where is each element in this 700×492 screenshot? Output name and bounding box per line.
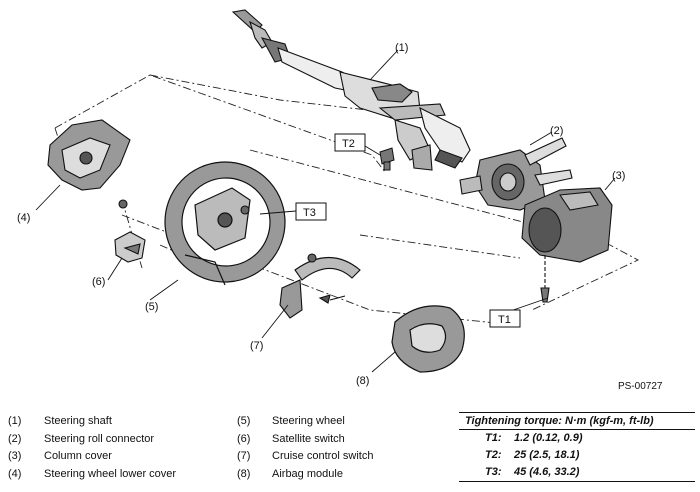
legend-left: (1) Steering shaft (2) Steering roll conne… <box>8 413 176 483</box>
steering-shaft-illustration <box>231 9 471 171</box>
legend-item: (8) Airbag module <box>237 466 373 484</box>
torque-value: 45 (4.6, 33.2) <box>514 466 580 478</box>
torque-value: 1.2 (0.12, 0.9) <box>514 432 583 444</box>
torque-row: T1: 1.2 (0.12, 0.9) <box>459 430 695 447</box>
torque-heading: Tightening torque: N·m (kgf-m, ft-lb) <box>459 412 695 430</box>
legend-item: (3) Column cover <box>8 448 176 466</box>
torque-label: T2: <box>485 449 502 461</box>
svg-text:T3: T3 <box>303 207 316 219</box>
torque-value: 25 (2.5, 18.1) <box>514 449 580 461</box>
roll-connector-illustration <box>459 137 573 211</box>
callout-2: (2) <box>550 125 563 137</box>
torque-row: T3: 45 (4.6, 33.2) <box>459 464 695 482</box>
callout-6: (6) <box>92 276 105 288</box>
legend-number: (1) <box>8 415 22 427</box>
legend-item: (1) Steering shaft <box>8 413 176 431</box>
torque-box-t2: T2 <box>334 133 366 152</box>
steering-wheel-illustration <box>164 161 286 286</box>
legend-number: (6) <box>237 432 251 445</box>
legend-name: Steering roll connector <box>44 432 155 445</box>
legend-name: Column cover <box>44 450 112 462</box>
legend-item: (7) Cruise control switch <box>237 448 373 466</box>
legend-number: (3) <box>8 450 22 462</box>
torque-box-t1: T1 <box>489 309 521 328</box>
legend-number: (8) <box>237 467 251 480</box>
torque-table: Tightening torque: N·m (kgf-m, ft-lb) T1… <box>459 412 695 482</box>
legend-item: (4) Steering wheel lower cover <box>8 466 176 484</box>
legend-item: (6) Satellite switch <box>237 431 373 449</box>
cruise-control-switch-illustration <box>279 253 361 319</box>
legend-name: Steering shaft <box>44 415 112 427</box>
legend-name: Satellite switch <box>272 432 345 445</box>
t2-bolt-illustration <box>379 147 395 171</box>
legend-name: Steering wheel <box>272 415 345 427</box>
legend-number: (4) <box>8 467 22 480</box>
svg-text:T2: T2 <box>342 138 355 150</box>
legend-number: (5) <box>237 415 251 427</box>
callout-8: (8) <box>356 375 369 387</box>
torque-box-t3: T3 <box>295 202 327 221</box>
satellite-switch-illustration <box>114 199 250 263</box>
torque-label: T1: <box>485 432 502 444</box>
callout-4: (4) <box>17 212 30 224</box>
legend-name: Steering wheel lower cover <box>44 467 177 480</box>
lower-cover-illustration <box>47 119 131 191</box>
torque-label: T3: <box>485 466 502 478</box>
legend-item: (2) Steering roll connector <box>8 431 176 449</box>
leader-lines <box>35 49 616 373</box>
airbag-module-illustration <box>391 305 465 373</box>
torque-row: T2: 25 (2.5, 18.1) <box>459 447 695 464</box>
svg-text:T1: T1 <box>498 314 511 326</box>
figure-code: PS-00727 <box>618 381 663 392</box>
legend-name: Airbag module <box>272 467 343 480</box>
legend-number: (2) <box>8 432 22 445</box>
callout-5: (5) <box>145 301 158 313</box>
column-cover-illustration <box>521 187 613 303</box>
legend-item: (5) Steering wheel <box>237 413 373 431</box>
callout-3: (3) <box>612 170 625 182</box>
callout-7: (7) <box>250 340 263 352</box>
legend-number: (7) <box>237 450 251 462</box>
legend-middle: (5) Steering wheel (6) Satellite switch (7… <box>237 413 373 483</box>
callout-1: (1) <box>395 42 408 54</box>
legend-name: Cruise control switch <box>272 450 374 462</box>
exploded-diagram: (1) (2) (3) (4) (5) (6) (7) (8) T2 T3 T1 <box>17 9 640 387</box>
